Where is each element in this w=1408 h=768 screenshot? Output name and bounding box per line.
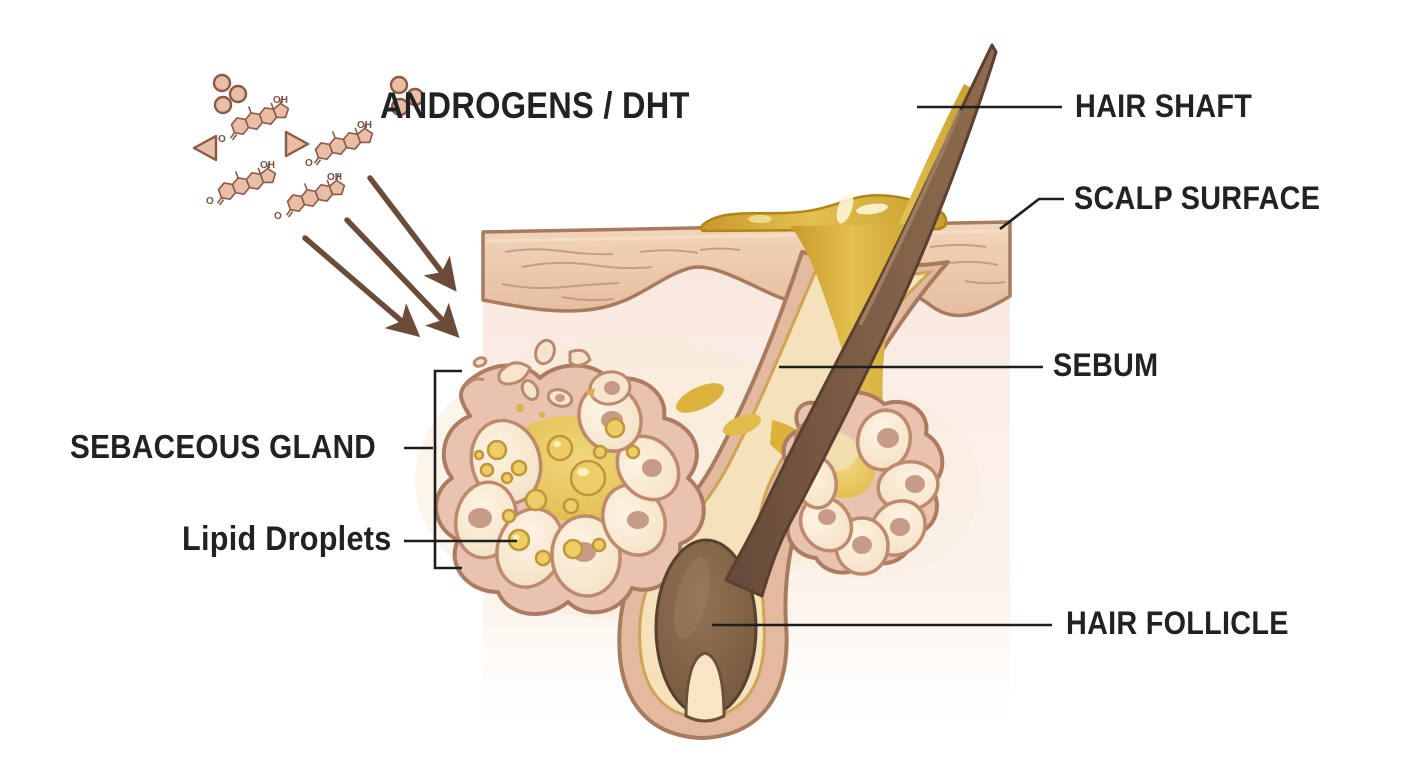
scalp-surface-label: SCALP SURFACE — [1074, 180, 1321, 216]
ketone-label: O — [305, 158, 313, 169]
leader-lines — [404, 105, 1064, 627]
stimulation-arrows — [302, 175, 460, 338]
androgen-molecules: OH OH OH OH O O O O — [192, 73, 425, 222]
hair-follicle-label: HAIR FOLLICLE — [1066, 605, 1289, 641]
skin-cross-section — [415, 43, 1012, 742]
ketone-label: O — [274, 211, 282, 222]
androgens-dht-label: ANDROGENS / DHT — [380, 85, 690, 126]
sebaceous-gland-left — [434, 338, 706, 617]
hydroxyl-label: OH — [357, 120, 372, 131]
ketone-label: O — [218, 134, 226, 145]
hair-shaft-and-bulb — [654, 43, 998, 723]
lipid-droplets-label: Lipid Droplets — [182, 520, 392, 558]
sebum-surface-pool — [698, 194, 948, 233]
sebaceous-gland-bracket — [433, 369, 462, 570]
hydroxyl-label: OH — [273, 95, 288, 106]
hormone-particles — [192, 73, 425, 162]
dermal-papilla — [684, 651, 726, 723]
hair-shaft-label: HAIR SHAFT — [1075, 88, 1253, 124]
ketone-label: O — [206, 196, 214, 207]
hydroxyl-label: OH — [327, 172, 342, 183]
scalp-surface-leader — [999, 197, 1064, 231]
sebaceous-gland-label: SEBACEOUS GLAND — [70, 428, 377, 465]
hydroxyl-label: OH — [260, 160, 275, 171]
sebum-label: SEBUM — [1053, 347, 1159, 383]
